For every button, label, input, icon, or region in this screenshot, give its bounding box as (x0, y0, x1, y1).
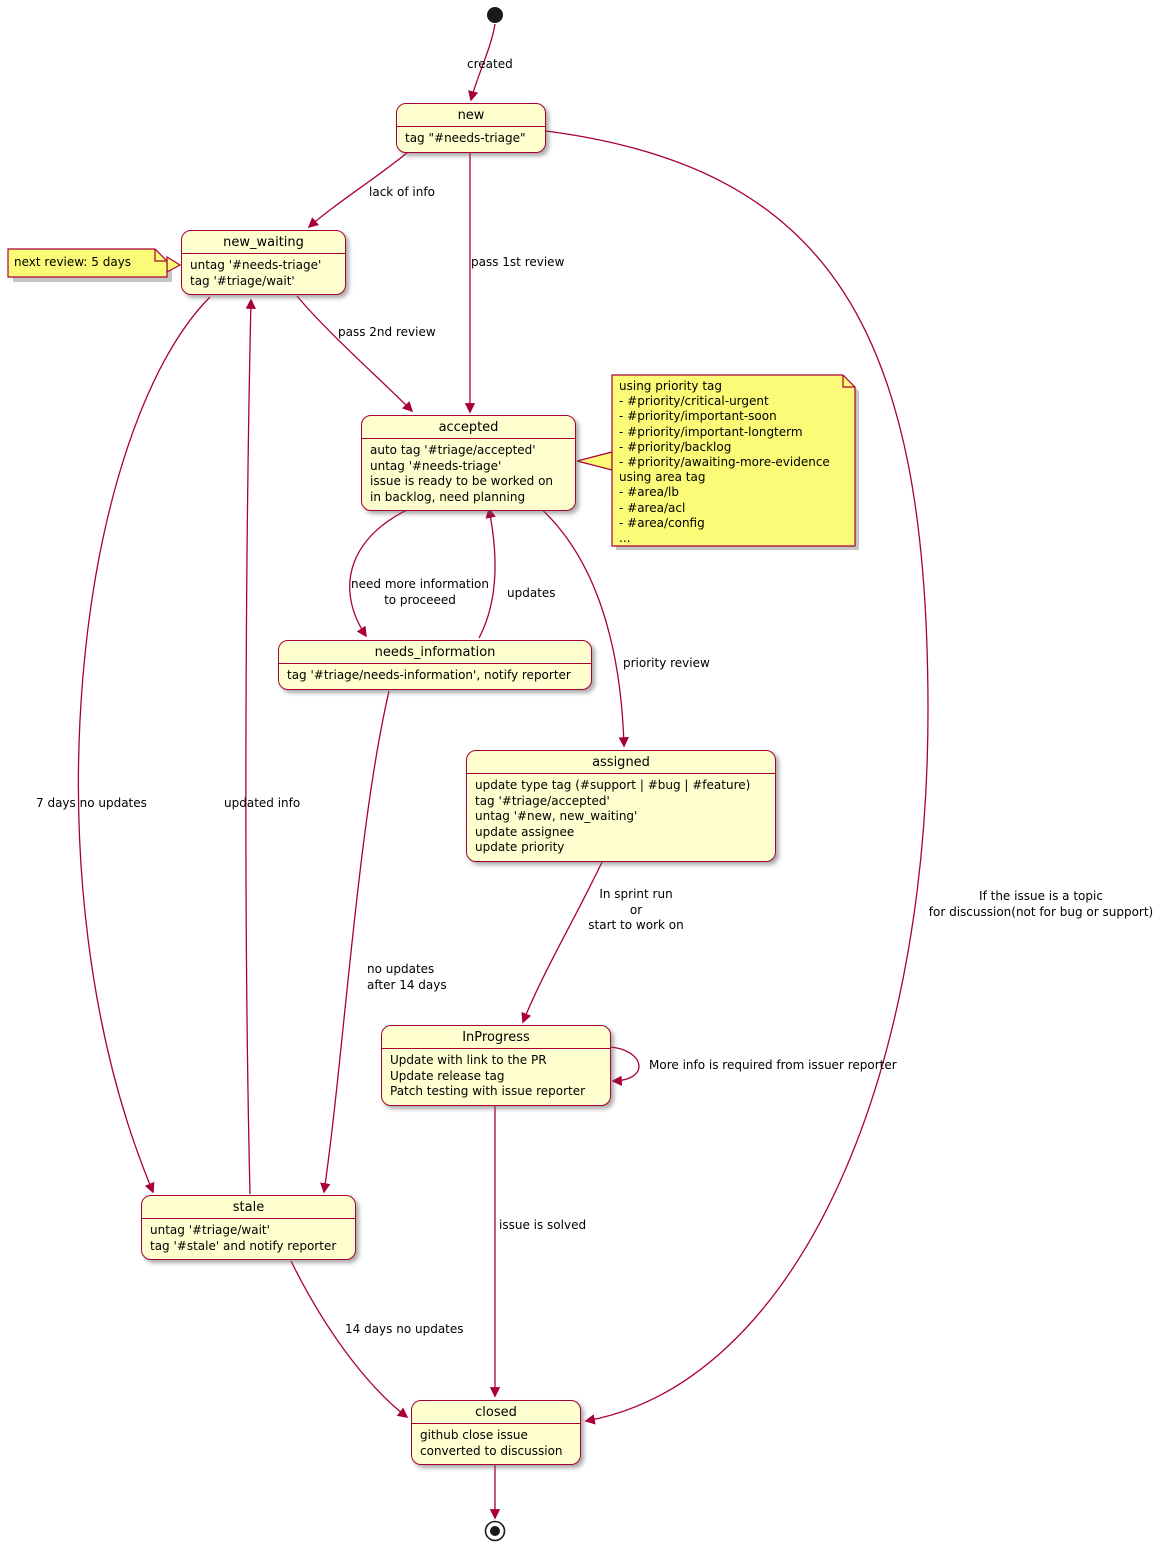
edge-label-pass-1st-review: pass 1st review (471, 255, 565, 269)
state-new-waiting-body: untag '#needs-triage' tag '#triage/wait' (190, 258, 322, 288)
state-stale: stale untag '#triage/wait' tag '#stale' … (141, 1195, 356, 1260)
note-priority-shape (576, 374, 859, 550)
state-stale-title: stale (142, 1196, 355, 1219)
state-inprogress: InProgress Update with link to the PR Up… (381, 1025, 611, 1106)
edge-topic-discussion (545, 130, 929, 1425)
edge-pass-2nd-review (296, 295, 414, 413)
state-inprogress-body: Update with link to the PR Update releas… (390, 1053, 586, 1098)
edge-updates (478, 507, 496, 639)
edge-priority-review (536, 504, 629, 748)
edge-label-priority-review: priority review (623, 656, 710, 670)
state-closed-body: github close issue converted to discussi… (420, 1428, 563, 1458)
state-new-waiting: new_waiting untag '#needs-triage' tag '#… (181, 230, 346, 295)
edge-created (468, 23, 496, 102)
state-new-body: tag "#needs-triage" (405, 131, 526, 145)
state-accepted: accepted auto tag '#triage/accepted' unt… (361, 415, 576, 511)
edge-label-issue-solved: issue is solved (499, 1218, 587, 1232)
state-needs-information-body: tag '#triage/needs-information', notify … (287, 668, 571, 682)
final-state (484, 1520, 506, 1542)
state-accepted-title: accepted (362, 416, 575, 439)
note-next-review-shape (7, 248, 182, 282)
edge-14-days (290, 1260, 409, 1418)
edge-updated-info (245, 298, 256, 1195)
edge-label-in-sprint: In sprint run or start to work on (588, 887, 684, 932)
edge-label-updated-info: updated info (224, 796, 301, 810)
state-needs-information-title: needs_information (279, 641, 591, 664)
edge-label-7-days: 7 days no updates (36, 796, 147, 810)
edge-no-updates-14 (320, 690, 390, 1194)
state-assigned-body: update type tag (#support | #bug | #feat… (475, 778, 751, 854)
edge-in-sprint (521, 859, 604, 1024)
state-assigned: assigned update type tag (#support | #bu… (466, 750, 776, 862)
edge-label-need-more-info: need more information to proceeed (351, 577, 489, 607)
state-assigned-title: assigned (467, 751, 775, 774)
state-closed-title: closed (412, 1401, 580, 1424)
edge-label-more-info-loop: More info is required from issuer report… (649, 1058, 897, 1072)
edge-label-pass-2nd-review: pass 2nd review (338, 325, 436, 339)
state-needs-information: needs_information tag '#triage/needs-inf… (278, 640, 592, 690)
edge-label-no-updates-14: no updates after 14 days (367, 962, 447, 992)
state-stale-body: untag '#triage/wait' tag '#stale' and no… (150, 1223, 337, 1253)
edge-need-more-info (349, 504, 419, 638)
state-new: new tag "#needs-triage" (396, 103, 546, 153)
state-new-title: new (397, 104, 545, 127)
edge-label-updates: updates (507, 586, 556, 600)
transition-arrows (77, 23, 929, 1520)
edge-7-days (77, 296, 211, 1194)
note-next-review: next review: 5 days (14, 255, 132, 269)
state-accepted-body: auto tag '#triage/accepted' untag '#need… (370, 443, 554, 504)
edge-self-loop (608, 1046, 640, 1086)
state-inprogress-title: InProgress (382, 1026, 610, 1049)
edge-label-created: created (467, 57, 513, 71)
edge-label-14-days: 14 days no updates (345, 1322, 464, 1336)
state-closed: closed github close issue converted to d… (411, 1400, 581, 1465)
initial-state-dot (487, 7, 503, 23)
edge-lack-of-info (307, 151, 409, 229)
state-new-waiting-title: new_waiting (182, 231, 345, 254)
edge-label-topic-discussion: If the issue is a topic for discussion(n… (928, 889, 1154, 919)
note-priority-tags: using priority tag - #priority/critical-… (619, 379, 830, 546)
edge-label-lack-of-info: lack of info (369, 185, 435, 199)
